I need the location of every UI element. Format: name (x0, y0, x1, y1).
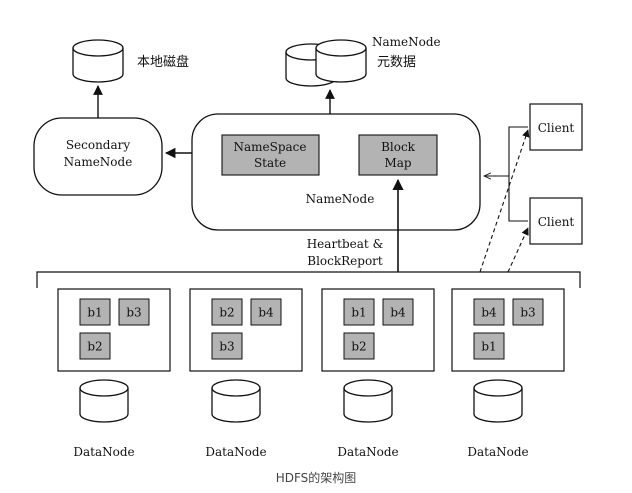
namenode-metadata-disk-icon (285, 39, 367, 87)
datanode-storage-box (321, 288, 435, 372)
figure-caption: HDFS的架构图 (276, 470, 357, 485)
datanode-disk-icon (473, 379, 523, 423)
client-box-1 (529, 103, 583, 151)
block-label: b4 (258, 306, 274, 320)
block-label: b1 (351, 306, 366, 320)
heartbeat-label-line1: Heartbeat & (307, 237, 384, 251)
block-label: b2 (87, 340, 102, 354)
datanode-storage-box (451, 288, 565, 372)
namespace-state-label-line2: State (254, 156, 286, 170)
block-label: b4 (390, 306, 406, 320)
namenode-metadata-label-line2: 元数据 (377, 55, 416, 70)
block-map-label-line2: Map (384, 156, 411, 170)
block-b4 (473, 298, 505, 326)
block-b2 (211, 298, 243, 326)
block-label: b4 (481, 306, 497, 320)
client-label-1: Client (538, 121, 575, 135)
block-b1 (343, 298, 375, 326)
datanode-disk-icon (211, 379, 261, 423)
client-datanode-dashed-lines (479, 129, 530, 273)
block-label: b1 (87, 306, 102, 320)
namespace-state-box (221, 134, 320, 176)
client-label-2: Client (538, 215, 575, 229)
local-disk-icon (72, 39, 124, 83)
namespace-state-label-line1: NameSpace (233, 140, 306, 154)
block-label: b2 (219, 306, 234, 320)
datanode-disk-icon (343, 379, 393, 423)
block-map-box (358, 134, 438, 176)
datanode-storage-box (57, 288, 171, 372)
datanode-disk-icon (79, 379, 129, 423)
datanode-bus (36, 271, 581, 288)
block-b1 (79, 298, 111, 326)
block-b3 (118, 298, 150, 326)
block-map-label-line1: Block (381, 140, 416, 154)
namenode-label: NameNode (306, 192, 375, 206)
datanode-label: DataNode (205, 445, 266, 459)
secondary-namenode-box (33, 117, 163, 196)
local-disk-label: 本地磁盘 (137, 54, 189, 70)
block-label: b3 (520, 306, 535, 320)
block-b1 (473, 332, 505, 360)
heartbeat-label-line2: BlockReport (307, 254, 383, 268)
datanode-label: DataNode (73, 445, 134, 459)
block-b4 (382, 298, 414, 326)
block-label: b2 (351, 340, 366, 354)
block-b2 (79, 332, 111, 360)
block-b2 (343, 332, 375, 360)
datanode-label: DataNode (467, 445, 528, 459)
block-b4 (250, 298, 282, 326)
block-label: b3 (126, 306, 141, 320)
datanode-label: DataNode (337, 445, 398, 459)
client-box-2 (529, 197, 583, 245)
secondary-namenode-label-line1: Secondary (66, 138, 131, 152)
secondary-namenode-label-line2: NameNode (64, 155, 133, 169)
client-namenode-connectors (484, 126, 528, 222)
block-label: b1 (481, 340, 496, 354)
datanode-storage-box (189, 288, 303, 372)
block-b3 (512, 298, 544, 326)
namenode-metadata-label-line1: NameNode (372, 35, 441, 49)
block-label: b3 (219, 340, 234, 354)
block-b3 (211, 332, 243, 360)
